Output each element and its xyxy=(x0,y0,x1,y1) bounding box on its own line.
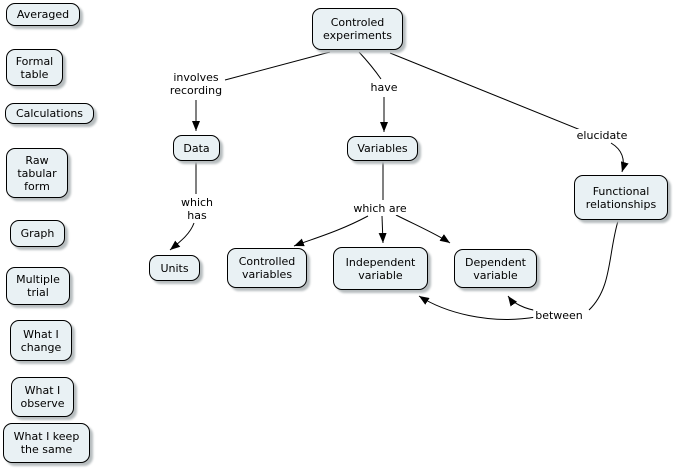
link-label-between[interactable]: between xyxy=(533,309,585,322)
link-label-elucidate[interactable]: elucidate xyxy=(574,129,630,142)
link-label-which-has[interactable]: which has xyxy=(178,196,216,222)
node-calculations[interactable]: Calculations xyxy=(5,103,94,124)
node-what-i-change[interactable]: What I change xyxy=(10,320,72,361)
line-functional-to-between xyxy=(588,220,619,311)
arrow-which-are-to-dependent xyxy=(395,214,451,244)
arrow-between-to-independent xyxy=(418,295,537,320)
arrow-which-has-to-units xyxy=(169,222,195,251)
node-raw-tabular-form[interactable]: Raw tabular form xyxy=(6,148,68,198)
node-units[interactable]: Units xyxy=(149,255,200,281)
node-dependent-variable[interactable]: Dependent variable xyxy=(454,249,537,288)
link-label-involves-recording[interactable]: involves recording xyxy=(167,71,225,97)
link-label-which-are[interactable]: which are xyxy=(351,202,409,215)
line-experiments-to-involves xyxy=(224,51,331,81)
arrow-which-are-to-controlled xyxy=(293,215,369,247)
node-averaged[interactable]: Averaged xyxy=(6,3,80,26)
node-what-i-observe[interactable]: What I observe xyxy=(11,377,74,417)
line-experiments-to-have xyxy=(358,51,382,80)
node-controlled-variables[interactable]: Controlled variables xyxy=(227,248,307,288)
line-experiments-to-elucidate xyxy=(389,52,584,132)
node-formal-table[interactable]: Formal table xyxy=(6,49,63,86)
node-functional-relationships[interactable]: Functional relationships xyxy=(574,175,668,220)
node-controlled-experiments[interactable]: Controled experiments xyxy=(312,8,403,50)
arrow-elucidate-to-functional xyxy=(610,142,629,173)
node-independent-variable[interactable]: Independent variable xyxy=(333,247,428,290)
node-graph[interactable]: Graph xyxy=(10,220,65,247)
node-data[interactable]: Data xyxy=(173,135,220,161)
node-variables[interactable]: Variables xyxy=(347,136,418,161)
node-what-i-keep-the-same[interactable]: What I keep the same xyxy=(3,423,90,463)
link-label-have[interactable]: have xyxy=(368,81,400,94)
arrow-which-are-to-independent xyxy=(378,215,387,244)
node-multiple-trial[interactable]: Multiple trial xyxy=(6,267,70,305)
